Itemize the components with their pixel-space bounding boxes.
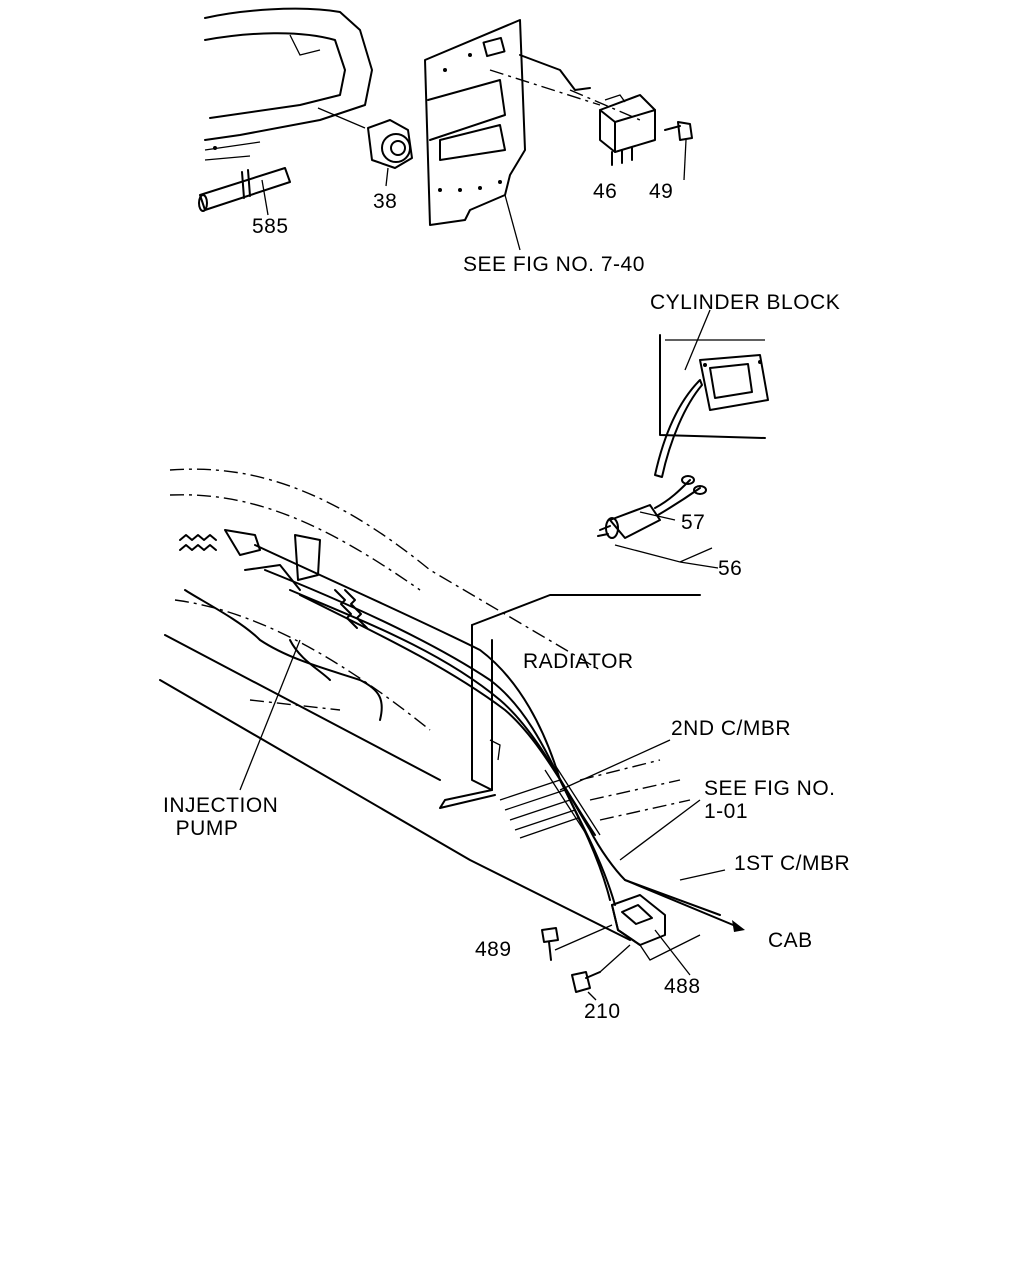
part-57-sensor [597, 475, 707, 539]
frame-member-top [204, 7, 373, 161]
leader-relay-mount [489, 69, 641, 121]
crossmember-2nd [499, 759, 691, 841]
part-49-bolt [664, 121, 693, 181]
part-489-bolt [541, 924, 613, 961]
label-210: 210 [584, 1000, 621, 1023]
label-cylinder-block: CYLINDER BLOCK [650, 291, 841, 314]
radiator [439, 594, 701, 809]
label-488: 488 [664, 975, 701, 998]
label-radiator: RADIATOR [523, 650, 634, 673]
part-585-pipe [198, 167, 291, 216]
part-210-bolt [571, 944, 631, 1001]
bracket-plate [424, 19, 591, 251]
label-see-fig-1-01: SEE FIG NO. 1-01 [704, 777, 836, 824]
label-1st-cmbr: 1ST C/MBR [734, 852, 851, 875]
label-46: 46 [593, 180, 618, 203]
bracket-56 [614, 544, 719, 569]
cylinder-block [659, 309, 769, 439]
label-2nd-cmbr: 2ND C/MBR [671, 717, 792, 740]
label-489: 489 [475, 938, 512, 961]
accelerator-cables [254, 544, 721, 916]
label-cab: CAB [768, 929, 813, 952]
label-57: 57 [681, 511, 706, 534]
label-see-fig-7-40: SEE FIG NO. 7-40 [463, 253, 645, 276]
label-49: 49 [649, 180, 674, 203]
part-38-bushing [317, 107, 413, 187]
sensor-lead-arrow [654, 379, 703, 478]
label-38: 38 [373, 190, 398, 213]
label-56: 56 [718, 557, 743, 580]
part-46-relay [599, 94, 656, 166]
leader-lines [239, 639, 726, 881]
part-488-bracket [611, 894, 701, 976]
label-585: 585 [252, 215, 289, 238]
label-injection-pump: INJECTION PUMP [163, 794, 279, 841]
engine-outline [159, 468, 631, 941]
cab-direction-arrow [624, 879, 745, 932]
